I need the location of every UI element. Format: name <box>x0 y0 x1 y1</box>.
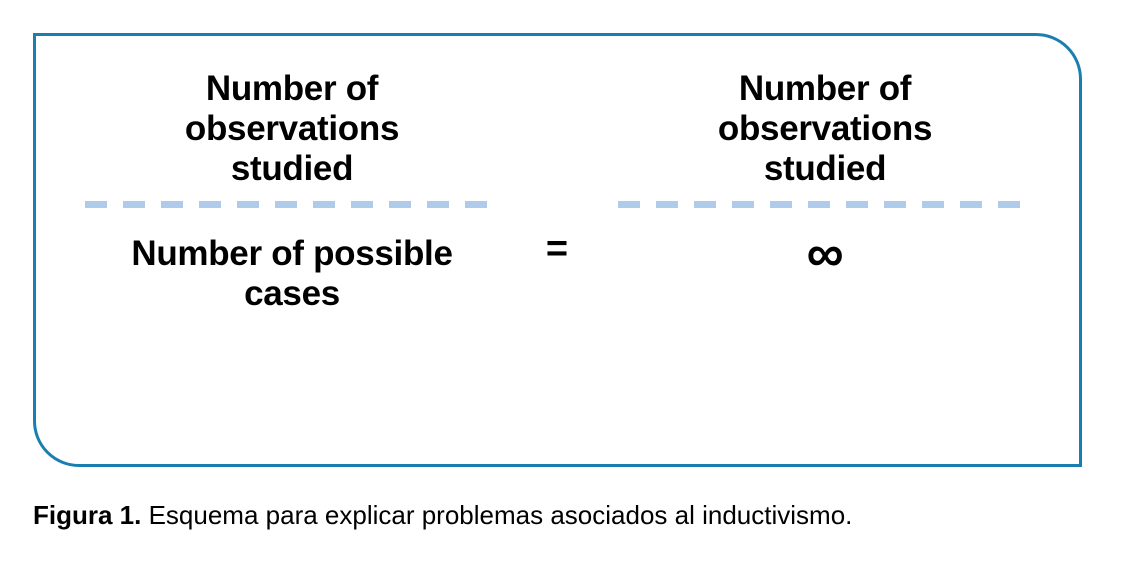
figure-caption: Figura 1. Esquema para explicar problema… <box>33 498 1093 532</box>
figure-border-box <box>33 33 1082 467</box>
left-fraction-bar <box>85 201 499 208</box>
left-fraction-numerator: Number of observations studied <box>184 69 400 188</box>
figure-caption-label: Figura 1. <box>33 500 142 530</box>
right-fraction: Number of observations studied ∞ <box>610 69 1040 280</box>
figure-caption-text: Esquema para explicar problemas asociado… <box>141 500 853 530</box>
right-fraction-numerator: Number of observations studied <box>717 69 933 188</box>
left-fraction-denominator: Number of possible cases <box>131 234 453 313</box>
right-fraction-bar <box>618 201 1032 208</box>
equals-sign: = <box>545 228 569 270</box>
left-fraction: Number of observations studied Number of… <box>52 69 532 314</box>
infinity-symbol: ∞ <box>806 225 844 283</box>
equation-container: Number of observations studied Number of… <box>33 33 1082 467</box>
